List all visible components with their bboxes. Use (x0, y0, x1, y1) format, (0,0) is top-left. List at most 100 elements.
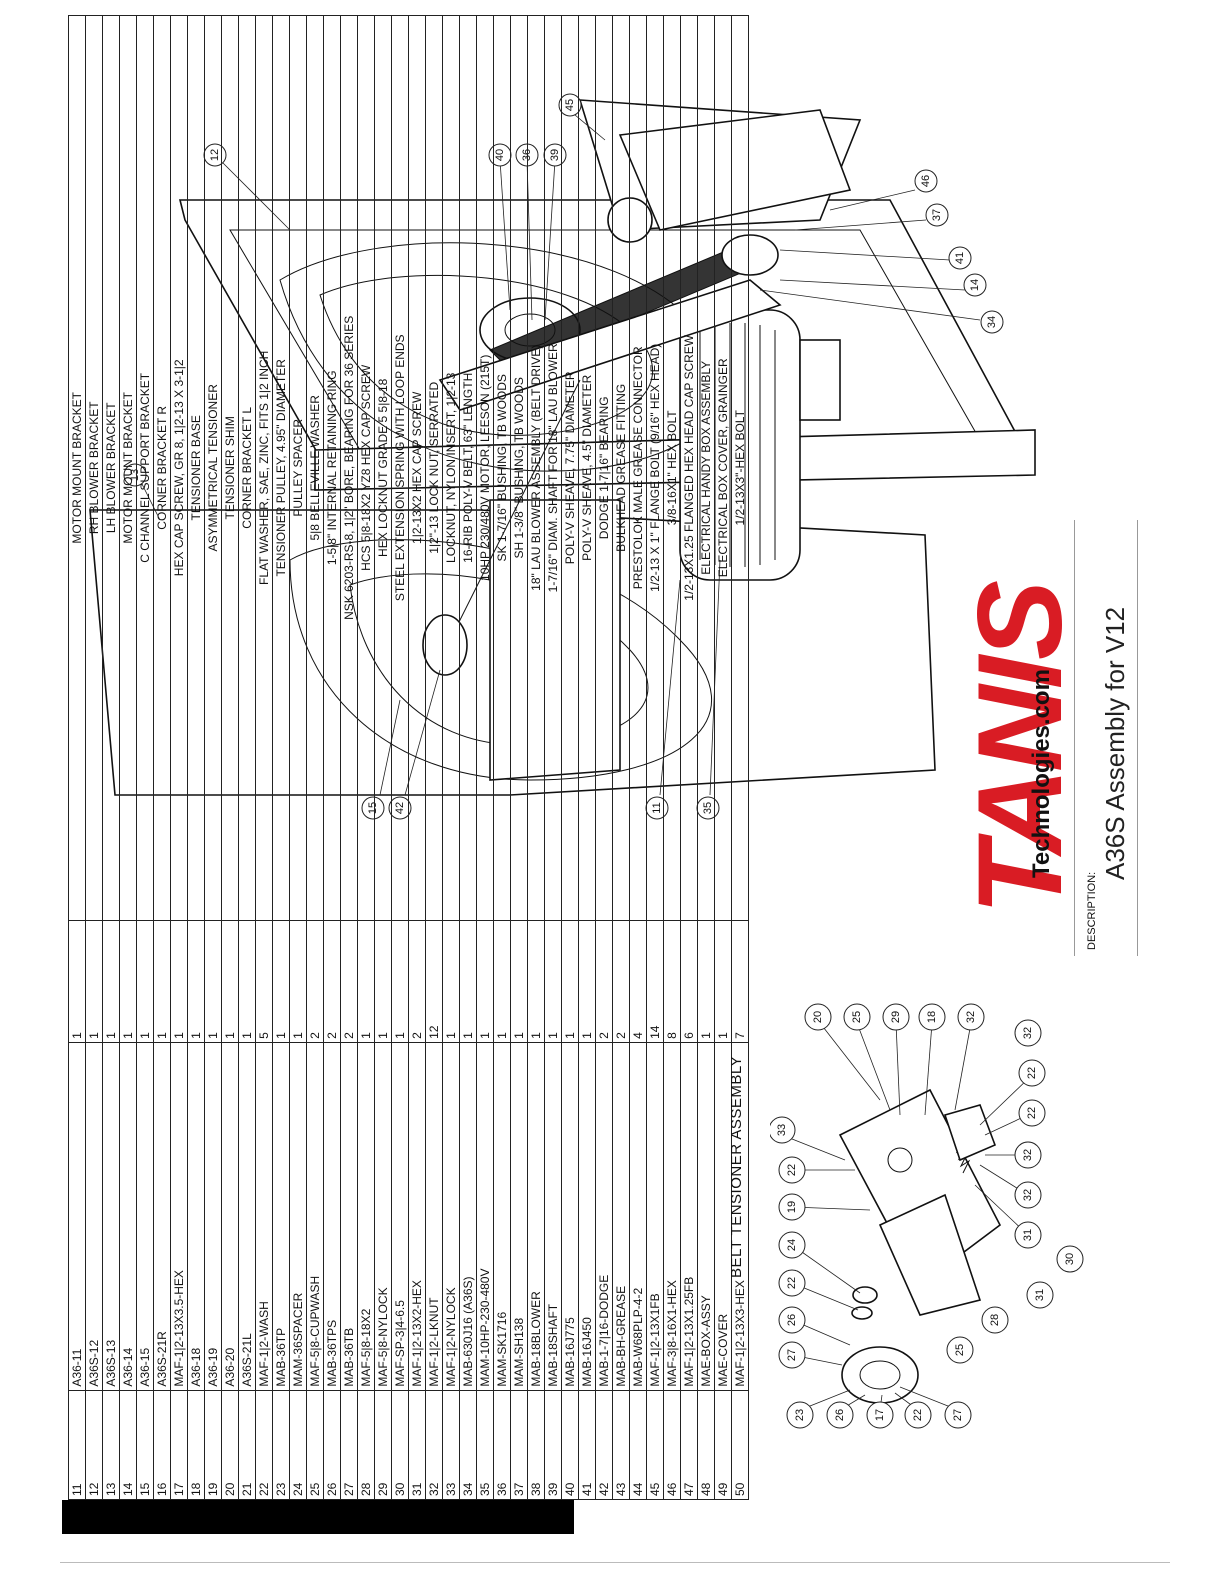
cell-qty: 8 (663, 920, 681, 1043)
cell-part: MAM-SK1716 (493, 1042, 511, 1391)
cell-part: MAF-SP-3|4-6.5 (391, 1042, 409, 1391)
cell-num: 17 (170, 1390, 188, 1500)
cell-num: 23 (272, 1390, 290, 1500)
cell-qty: 1 (102, 920, 120, 1043)
cell-part: MAB-18SHAFT (544, 1042, 562, 1391)
cell-part: MAF-5|8-NYLOCK (374, 1042, 392, 1391)
cell-part: A36-19 (204, 1042, 222, 1391)
cell-num: 45 (646, 1390, 664, 1500)
cell-desc: 1/2-13X1.25 FLANGED HEX HEAD CAP SCREW (680, 15, 698, 921)
cell-part: MAB-1-7|16-DODGE (595, 1042, 613, 1391)
cell-desc: RH BLOWER BRACKET (85, 15, 103, 921)
cell-part: A36S-13 (102, 1042, 120, 1391)
cell-num: 13 (102, 1390, 120, 1500)
cell-num: 37 (510, 1390, 528, 1500)
cell-qty: 1 (391, 920, 409, 1043)
svg-text:30: 30 (1064, 1253, 1076, 1265)
svg-text:25: 25 (954, 1344, 966, 1356)
cell-desc: 1/2-13X3"-HEX BOLT (731, 15, 749, 921)
cell-desc: TENSIONER BASE (187, 15, 205, 921)
cell-num: 36 (493, 1390, 511, 1500)
cell-desc: FLAT WASHER, SAE, ZINC, FITS 1|2 INCH (255, 15, 273, 921)
svg-text:13: 13 (129, 469, 141, 481)
cell-qty: 14 (646, 920, 664, 1043)
cell-part: A36-20 (221, 1042, 239, 1391)
svg-text:18: 18 (926, 1011, 938, 1023)
cell-part: A36S-21R (153, 1042, 171, 1391)
cell-qty: 6 (680, 920, 698, 1043)
cell-part: MAB-BH-GREASE (612, 1042, 630, 1391)
cell-desc: HEX LOCKNUT GRADE 5 5|8-18 (374, 15, 392, 921)
cell-qty: 1 (476, 920, 494, 1043)
svg-text:45: 45 (564, 99, 576, 111)
cell-desc: 18" LAU BLOWER ASSEMBLY (BELT DRIVE) (527, 15, 545, 921)
cell-desc: ELECTRICAL HANDY BOX ASSEMBLY (697, 15, 715, 921)
svg-text:32: 32 (965, 1011, 977, 1023)
cell-desc: 1/2-13 X 1" FLANGE BOLT (9/16" HEX HEAD) (646, 15, 664, 921)
svg-text:26: 26 (786, 1314, 798, 1326)
svg-text:14: 14 (969, 279, 981, 291)
footer-bar (62, 1500, 574, 1534)
cell-qty: 1 (527, 920, 545, 1043)
cell-num: 34 (459, 1390, 477, 1500)
cell-qty: 7 (731, 920, 749, 1043)
cell-part: MAF-5|8-CUPWASH (306, 1042, 324, 1391)
svg-text:37: 37 (931, 209, 943, 221)
cell-qty: 1 (238, 920, 256, 1043)
svg-text:22: 22 (1026, 1067, 1038, 1079)
svg-text:22: 22 (786, 1164, 798, 1176)
cell-desc: SH 1-3/8" BUSHING, TB WOODS (510, 15, 528, 921)
svg-text:24: 24 (786, 1239, 798, 1251)
cell-part: MAB-W68PLP-4-2 (629, 1042, 647, 1391)
cell-desc: HCS 5|8-18X2 YZ8 HEX CAP SCREW (357, 15, 375, 921)
cell-qty: 12 (425, 920, 443, 1043)
cell-desc: BULKHEAD GREASE FITTING (612, 15, 630, 921)
cell-num: 14 (119, 1390, 137, 1500)
cell-qty: 1 (374, 920, 392, 1043)
cell-qty: 1 (697, 920, 715, 1043)
svg-text:33: 33 (776, 1124, 788, 1136)
cell-part: MAF-1|2-13X2-HEX (408, 1042, 426, 1391)
cell-desc: ASYMMETRICAL TENSIONER (204, 15, 222, 921)
cell-desc: POLY-V SHEAVE, 7.75" DIAMETER (561, 15, 579, 921)
svg-text:17: 17 (874, 1409, 886, 1421)
cell-part: MAF-3|8-16X1-HEX (663, 1042, 681, 1391)
cell-num: 47 (680, 1390, 698, 1500)
cell-qty: 1 (510, 920, 528, 1043)
cell-num: 29 (374, 1390, 392, 1500)
cell-part: A36-11 (68, 1042, 86, 1391)
cell-qty: 2 (408, 920, 426, 1043)
cell-desc: TENSIONER PULLEY, 4.95" DIAMETER (272, 15, 290, 921)
logo-wordmark: TANIS (953, 583, 1087, 915)
svg-text:22: 22 (786, 1277, 798, 1289)
cell-part: A36-18 (187, 1042, 205, 1391)
cell-qty: 1 (442, 920, 460, 1043)
logo-subtext: Technologies.com (1028, 669, 1055, 878)
cell-num: 49 (714, 1390, 732, 1500)
cell-num: 11 (68, 1390, 86, 1500)
cell-qty: 2 (306, 920, 324, 1043)
cell-qty: 1 (493, 920, 511, 1043)
cell-part: MAB-16J450 (578, 1042, 596, 1391)
svg-text:11: 11 (651, 802, 663, 813)
cell-qty: 1 (578, 920, 596, 1043)
cell-desc: LH BLOWER BRACKET (102, 15, 120, 921)
cell-part: A36-14 (119, 1042, 137, 1391)
cell-part: A36S-21L (238, 1042, 256, 1391)
main-assembly-drawing: 12 13 40 36 39 45 46 37 41 14 34 15 42 1… (89, 93, 1036, 820)
